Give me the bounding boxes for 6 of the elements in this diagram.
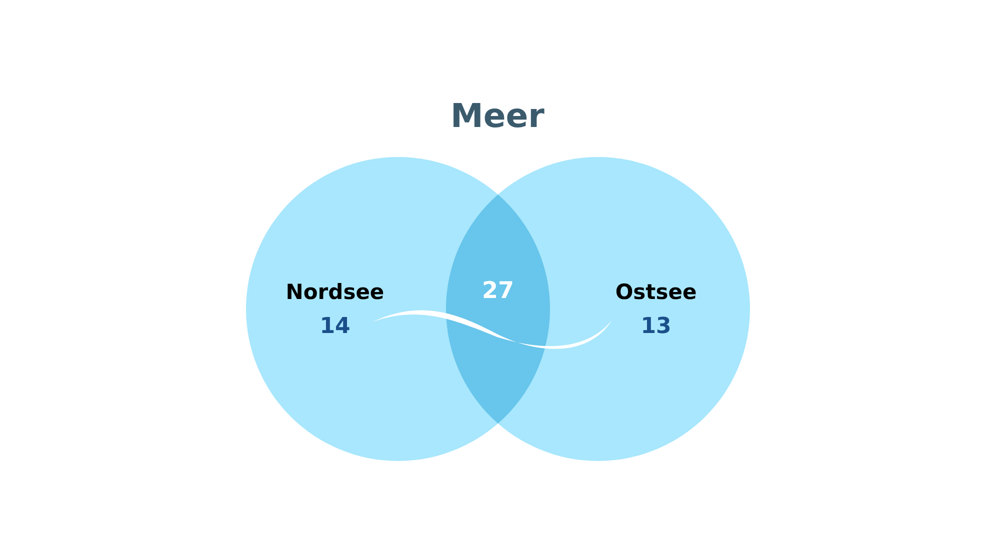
set-count: 13 [640,314,672,339]
set-label: Ostsee [614,280,698,304]
set-count: 27 [480,278,515,304]
diagram-title: Meer [450,96,546,135]
set-label: Nordsee [284,280,386,304]
set-count: 14 [318,314,352,339]
